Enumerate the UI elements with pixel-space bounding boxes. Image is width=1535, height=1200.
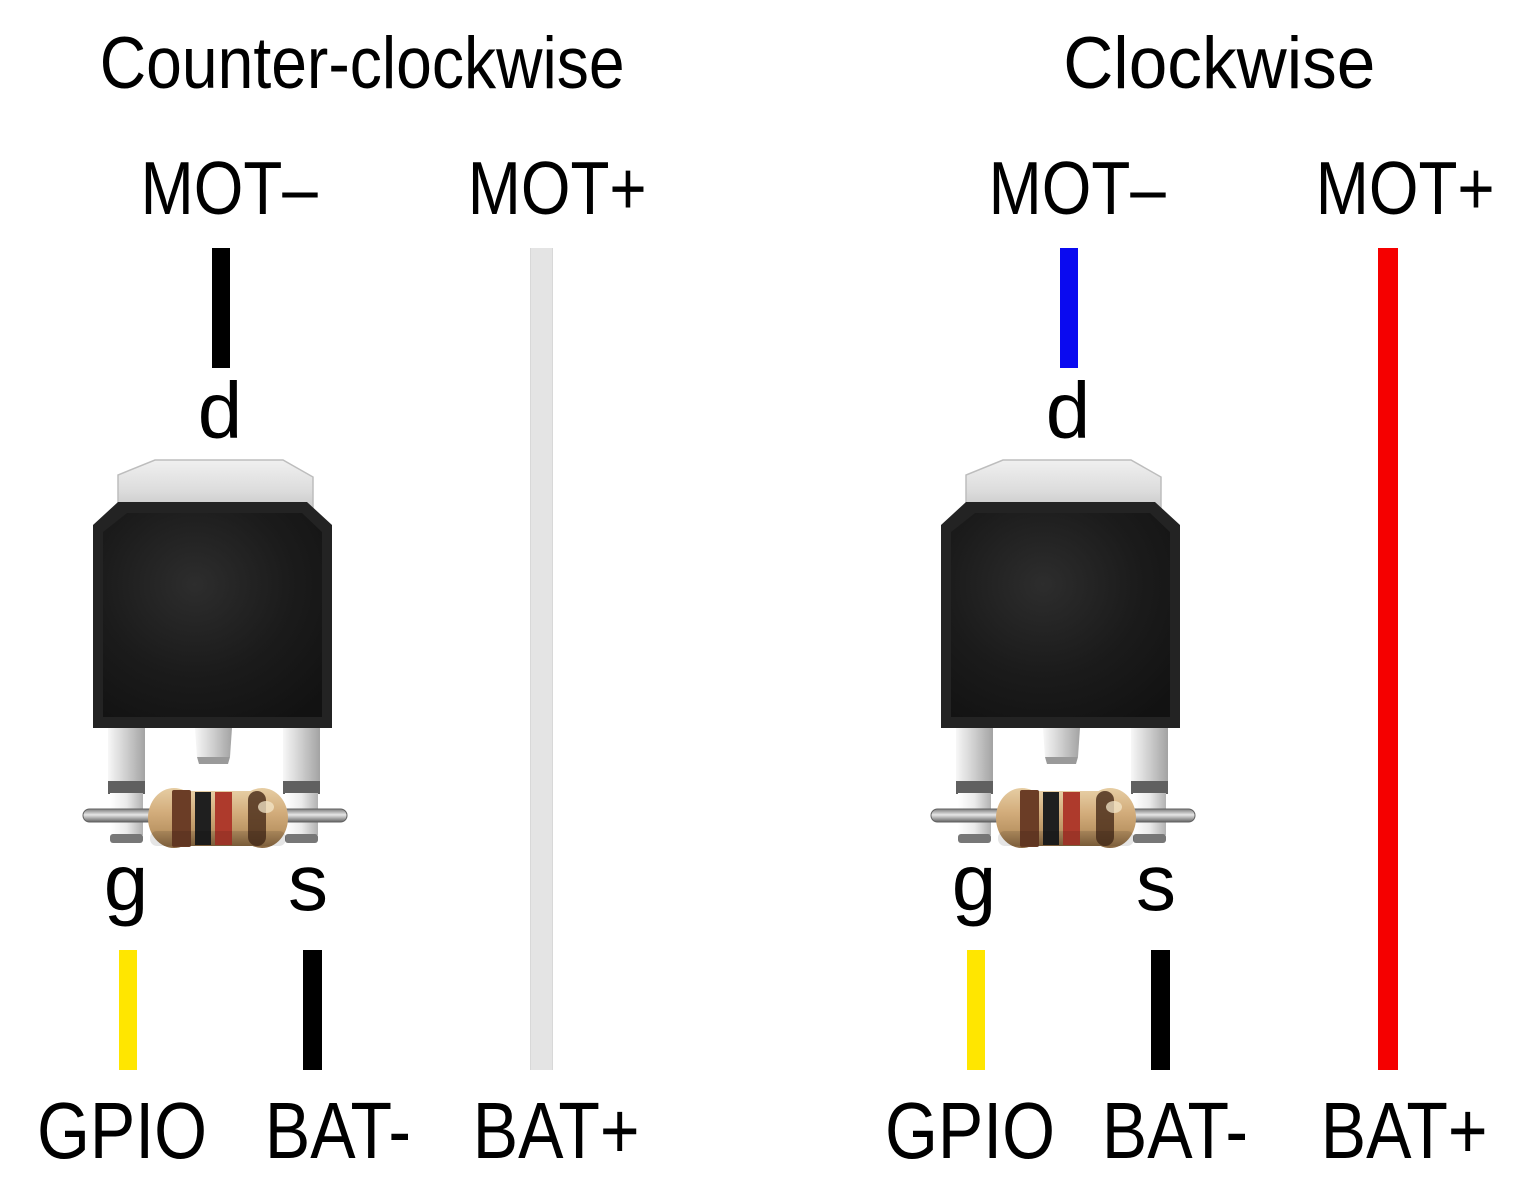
drain-stub — [195, 728, 232, 764]
gpio-text: GPIO — [885, 1086, 1056, 1175]
mosfet-component-ccw — [82, 459, 348, 848]
resistor-band-red — [1063, 792, 1080, 845]
wire-bat-minus-cw — [1151, 950, 1170, 1070]
bat-plus-text: BAT+ — [472, 1086, 640, 1175]
drain-stub-face — [195, 728, 232, 757]
panel-title-text: Clockwise — [1062, 23, 1376, 104]
mosfet-body-face — [951, 513, 1170, 717]
bat-plus-label-cw: BAT+ — [1304, 1091, 1504, 1171]
resistor-bottom-shade — [150, 831, 286, 846]
gpio-label-ccw: GPIO — [22, 1091, 222, 1171]
source-pin-text: s — [288, 838, 328, 927]
gate-clip — [108, 728, 145, 843]
drain-pin-label-ccw: d — [170, 371, 270, 451]
gate-clip — [956, 728, 993, 843]
source-clip-tip — [285, 834, 318, 843]
source-pin-label-ccw: s — [258, 843, 358, 923]
wire-mot-minus-cw — [1060, 248, 1078, 368]
mot-minus-text: MOT– — [988, 146, 1166, 230]
gate-clip-upper — [956, 728, 993, 786]
resistor-band-brown — [1020, 790, 1039, 847]
bat-minus-label-cw: BAT- — [1075, 1091, 1275, 1171]
gate-pin-label-cw: g — [924, 843, 1024, 923]
resistor-band-black — [1043, 792, 1059, 845]
source-clip-fold — [1131, 781, 1168, 794]
wire-gpio-cw — [967, 950, 985, 1070]
mot-minus-label-ccw: MOT– — [79, 151, 379, 226]
source-clip-upper — [283, 728, 320, 786]
resistor-band-black — [195, 792, 211, 845]
panel-title-text: Counter-clockwise — [99, 23, 625, 104]
bat-minus-text: BAT- — [264, 1086, 412, 1175]
mot-minus-text: MOT– — [140, 146, 318, 230]
gate-clip-fold — [108, 781, 145, 794]
drain-pin-label-cw: d — [1018, 371, 1118, 451]
bat-minus-label-ccw: BAT- — [238, 1091, 438, 1171]
mot-plus-text: MOT+ — [1315, 146, 1495, 230]
gate-clip-fold — [956, 781, 993, 794]
mot-plus-label-ccw: MOT+ — [407, 151, 707, 226]
bat-minus-text: BAT- — [1101, 1086, 1249, 1175]
mosfet-body-face — [103, 513, 322, 717]
gpio-text: GPIO — [37, 1086, 208, 1175]
resistor-bottom-shade — [998, 831, 1134, 846]
wire-bat-minus-ccw — [303, 950, 322, 1070]
drain-stub-edge — [1045, 757, 1078, 764]
drain-stub-face — [1043, 728, 1080, 757]
gate-pin-text: g — [951, 838, 997, 927]
source-pin-label-cw: s — [1106, 843, 1206, 923]
mot-minus-label-cw: MOT– — [927, 151, 1227, 226]
gpio-label-cw: GPIO — [870, 1091, 1070, 1171]
gate-clip-upper — [108, 728, 145, 786]
source-pin-text: s — [1136, 838, 1176, 927]
bat-plus-text: BAT+ — [1320, 1086, 1488, 1175]
drain-stub-edge — [197, 757, 230, 764]
gate-clip-tip — [110, 834, 143, 843]
drain-pin-text: d — [1045, 366, 1091, 455]
source-clip — [1131, 728, 1168, 843]
source-clip — [283, 728, 320, 843]
wire-gpio-ccw — [119, 950, 137, 1070]
resistor — [930, 788, 1196, 848]
mot-plus-label-cw: MOT+ — [1255, 151, 1535, 226]
gate-clip-tip — [958, 834, 991, 843]
source-clip-fold — [283, 781, 320, 794]
panel-title-clockwise: Clockwise — [969, 27, 1469, 100]
mosfet-component-cw — [930, 459, 1196, 848]
wire-mot-minus-ccw — [212, 248, 230, 368]
drain-pin-text: d — [197, 366, 243, 455]
wire-mot-plus-bat-plus-cw — [1378, 248, 1398, 1070]
panel-title-counter-clockwise: Counter-clockwise — [64, 27, 625, 100]
resistor-highlight — [1106, 801, 1122, 813]
resistor-highlight — [258, 801, 274, 813]
resistor — [82, 788, 348, 848]
bat-plus-label-ccw: BAT+ — [456, 1091, 656, 1171]
resistor-band-red — [215, 792, 232, 845]
drain-stub — [1043, 728, 1080, 764]
resistor-band-brown — [172, 790, 191, 847]
mot-plus-text: MOT+ — [467, 146, 647, 230]
wire-mot-plus-bat-plus-ccw — [530, 248, 553, 1070]
source-clip-tip — [1133, 834, 1166, 843]
gate-pin-text: g — [103, 838, 149, 927]
source-clip-upper — [1131, 728, 1168, 786]
gate-pin-label-ccw: g — [76, 843, 176, 923]
